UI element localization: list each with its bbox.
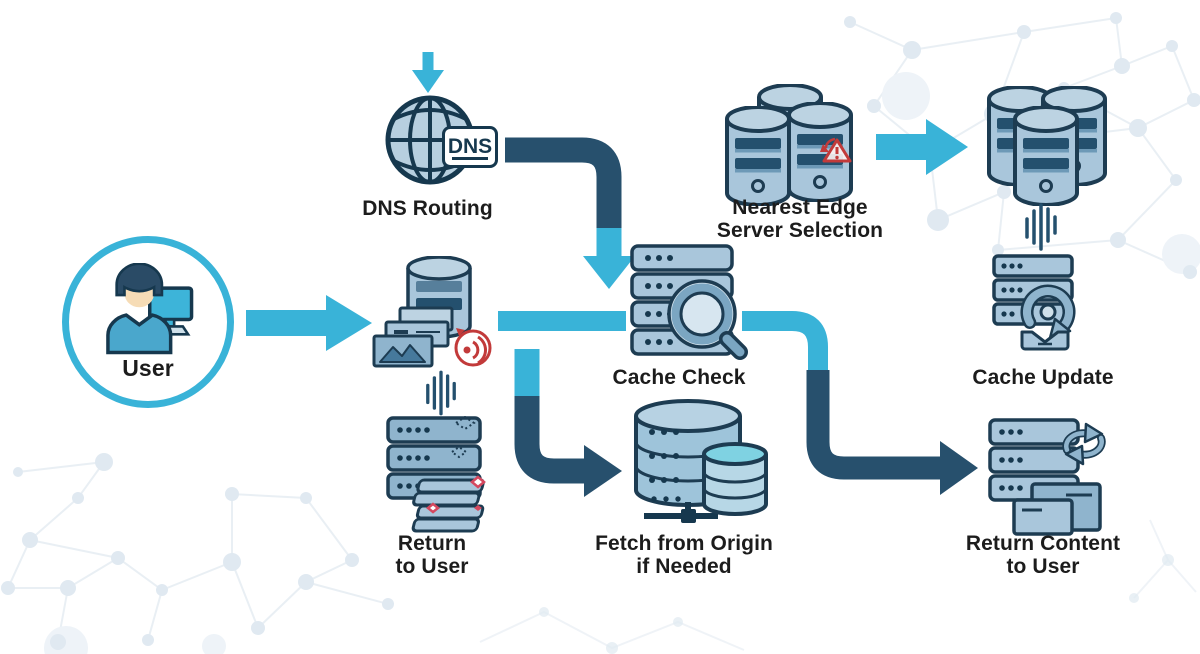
user-label: User — [122, 355, 174, 381]
dns-badge: DNS — [442, 126, 498, 168]
server-magnifier-icon — [630, 244, 748, 360]
warning-triangle-icon — [820, 137, 852, 163]
server-cluster-warning-icon — [725, 84, 853, 206]
arrow-dns-to-cache-check — [505, 137, 635, 289]
edge-server-content-icon — [372, 256, 492, 368]
nearest-edge-label: Nearest Edge Server Selection — [716, 196, 884, 242]
return-content-label: Return Content to User — [965, 532, 1121, 578]
arrow-nearest-edge-to-cluster — [876, 119, 968, 175]
server-content-sync-icon — [988, 418, 1106, 536]
magnifier-icon — [667, 279, 748, 360]
signal-lines-icon — [426, 370, 456, 416]
server-cluster-icon — [987, 86, 1107, 206]
signal-lines-icon — [1025, 203, 1057, 251]
server-stack-layers-icon — [386, 416, 486, 533]
user-node: User — [62, 236, 234, 408]
arrow-cache-check-to-return-content — [742, 311, 978, 495]
dns-routing-label: DNS Routing — [362, 197, 493, 220]
live-stream-icon — [454, 328, 492, 367]
fetch-origin-label: Fetch from Origin if Needed — [595, 532, 773, 578]
arrow-user-to-edge-server — [246, 295, 372, 351]
cache-update-label: Cache Update — [972, 366, 1114, 389]
server-refresh-icon — [992, 254, 1076, 351]
download-tray-icon — [1020, 330, 1070, 351]
cache-check-label: Cache Check — [612, 366, 746, 389]
sync-arrows-icon — [1062, 422, 1106, 466]
arrow-into-dns — [412, 52, 444, 93]
image-card-icon — [372, 334, 434, 368]
return-to-user-label: Return to User — [395, 532, 469, 578]
cached-layers-icon — [411, 475, 486, 533]
database-origin-icon — [634, 399, 768, 523]
arrow-cache-check-to-fetch-origin — [514, 349, 622, 497]
network-link-icon — [644, 502, 718, 523]
content-windows-icon — [1012, 482, 1102, 536]
origin-database-icon — [702, 442, 768, 516]
user-at-computer-icon — [106, 263, 194, 355]
